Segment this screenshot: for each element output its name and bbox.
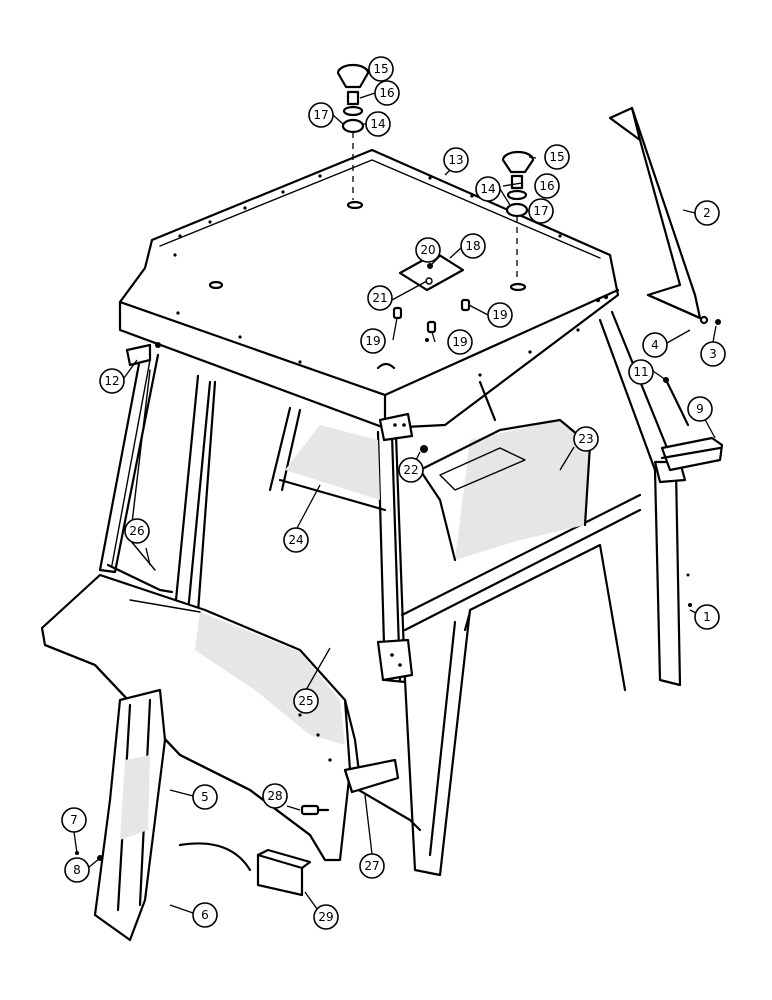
callout-24: 24 — [283, 527, 309, 553]
callout-20: 20 — [415, 237, 441, 263]
callout-label: 3 — [709, 347, 717, 361]
callout-label: 19 — [452, 335, 467, 349]
callout-19-right: 19 — [487, 302, 513, 328]
callout-12: 12 — [99, 368, 125, 394]
rear-panel — [278, 425, 387, 512]
trim-pad — [256, 848, 312, 897]
mirror-bracket — [125, 342, 161, 367]
callout-label: 28 — [267, 789, 282, 803]
pillar-trim-top — [608, 106, 721, 325]
callout-label: 1 — [703, 610, 711, 624]
callout-label: 15 — [373, 62, 388, 76]
callout-label: 14 — [370, 117, 385, 131]
fastener-22 — [420, 445, 428, 453]
roof-panel — [118, 148, 620, 430]
callout-label: 5 — [201, 790, 209, 804]
callout-16-left: 16 — [374, 80, 400, 106]
callout-11: 11 — [628, 359, 654, 385]
callout-label: 19 — [365, 334, 380, 348]
callout-label: 13 — [448, 153, 463, 167]
callout-label: 7 — [70, 813, 78, 827]
callout-label: 4 — [651, 338, 659, 352]
callout-27: 27 — [359, 853, 385, 879]
callout-13: 13 — [443, 147, 469, 173]
floor-fender-panel — [40, 573, 362, 862]
callout-label: 21 — [372, 291, 387, 305]
callout-label: 9 — [696, 402, 704, 416]
callout-14-right: 14 — [475, 176, 501, 202]
grab-handle — [660, 377, 724, 472]
callout-label: 19 — [492, 308, 507, 322]
callout-label: 22 — [403, 463, 418, 477]
callout-label: 12 — [104, 374, 119, 388]
callout-17-left: 17 — [308, 102, 334, 128]
callout-29: 29 — [313, 904, 339, 930]
callout-label: 17 — [533, 204, 548, 218]
callout-label: 20 — [420, 243, 435, 257]
callout-28: 28 — [262, 783, 288, 809]
callout-7: 7 — [61, 807, 87, 833]
callout-label: 2 — [703, 206, 711, 220]
callout-label: 15 — [549, 150, 564, 164]
callout-label: 16 — [379, 86, 394, 100]
fastener-dot — [425, 338, 429, 342]
callout-5: 5 — [192, 784, 218, 810]
callout-15-right: 15 — [544, 144, 570, 170]
callout-15-left: 15 — [368, 56, 394, 82]
callout-label: 16 — [539, 179, 554, 193]
callout-9: 9 — [687, 396, 713, 422]
right-console-cover — [418, 418, 592, 562]
callout-label: 8 — [73, 863, 81, 877]
callout-1: 1 — [694, 604, 720, 630]
bolt — [300, 804, 330, 816]
callout-label: 26 — [129, 524, 144, 538]
right-mount-stack — [501, 150, 535, 282]
callout-3: 3 — [700, 341, 726, 367]
callout-label: 6 — [201, 908, 209, 922]
callout-22: 22 — [398, 457, 424, 483]
callout-4: 4 — [642, 332, 668, 358]
left-mount-stack — [336, 63, 370, 200]
callout-23: 23 — [573, 426, 599, 452]
callout-17-right: 17 — [528, 198, 554, 224]
callout-6: 6 — [192, 902, 218, 928]
callout-21: 21 — [367, 285, 393, 311]
lower-pillar-trim — [75, 688, 252, 942]
callout-18: 18 — [460, 233, 486, 259]
callout-8: 8 — [64, 857, 90, 883]
leader-lines — [73, 68, 717, 917]
callout-14-left: 14 — [365, 111, 391, 137]
callout-label: 17 — [313, 108, 328, 122]
callout-label: 24 — [288, 533, 303, 547]
callout-16-right: 16 — [534, 173, 560, 199]
callout-26: 26 — [124, 518, 150, 544]
callout-label: 29 — [318, 910, 333, 924]
callout-label: 23 — [578, 432, 593, 446]
callout-label: 11 — [633, 365, 648, 379]
callout-label: 27 — [364, 859, 379, 873]
callout-19-center: 19 — [447, 329, 473, 355]
callout-label: 18 — [465, 239, 480, 253]
callout-label: 25 — [298, 694, 313, 708]
step-bracket — [343, 758, 400, 794]
callout-label: 14 — [480, 182, 495, 196]
callout-25: 25 — [293, 688, 319, 714]
callout-2: 2 — [694, 200, 720, 226]
callout-19-left: 19 — [360, 328, 386, 354]
